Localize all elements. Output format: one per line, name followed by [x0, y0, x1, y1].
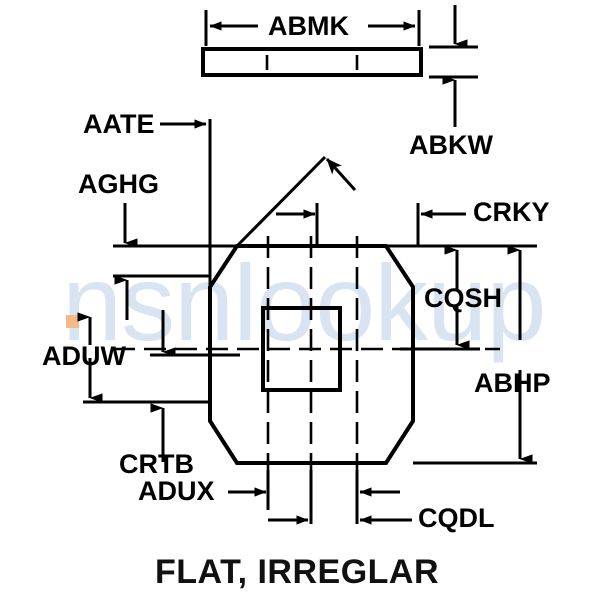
dimension-abhp: ABHP	[413, 245, 551, 465]
label-abmk: ABMK	[268, 11, 349, 41]
label-crtb: CRTB	[119, 449, 194, 479]
chamfer-leader	[235, 155, 357, 248]
dimension-cqdl: CQDL	[355, 470, 495, 533]
label-adux: ADUX	[138, 476, 215, 506]
label-cqdl: CQDL	[418, 503, 495, 533]
side-profile-bar	[201, 47, 423, 77]
dimension-aduw: ADUW	[42, 275, 240, 404]
dimension-abmk: ABMK	[204, 10, 421, 46]
label-crky: CRKY	[473, 197, 550, 227]
dimension-crtb: CRTB	[119, 403, 194, 479]
bar-outline	[201, 47, 423, 77]
dimension-adux: ADUX	[138, 470, 313, 525]
figure-caption: FLAT, IRREGLAR	[155, 553, 439, 591]
label-aate: AATE	[83, 109, 155, 139]
dimension-aate: AATE	[83, 109, 212, 292]
label-aduw: ADUW	[42, 341, 126, 371]
chamfer-leader-arrow	[325, 157, 357, 192]
label-abkw: ABKW	[409, 130, 493, 160]
watermark-dot	[66, 315, 79, 328]
octagon-path	[208, 244, 415, 465]
dimension-crky: CRKY	[416, 197, 550, 246]
label-cqsh: CQSH	[424, 283, 502, 313]
chamfer-projection-line	[235, 155, 327, 248]
label-abhp: ABHP	[474, 368, 551, 398]
label-aghg: AGHG	[78, 169, 159, 199]
dimension-abkw: ABKW	[409, 5, 493, 160]
dimension-cqsh: CQSH	[400, 244, 537, 351]
